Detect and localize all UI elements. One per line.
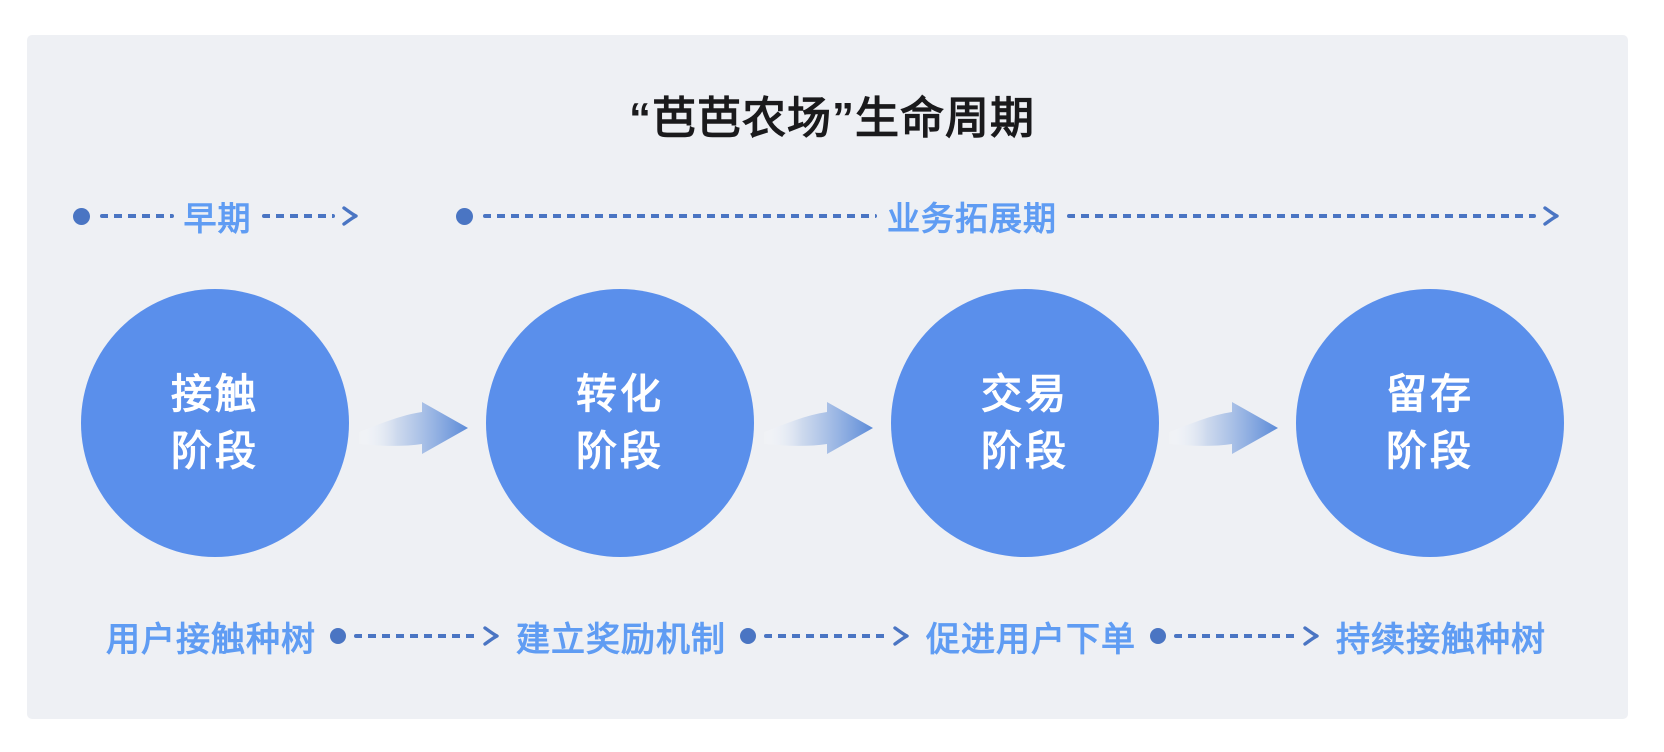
stage-name-line2: 阶段 xyxy=(576,428,664,474)
footer-label-transaction: 促进用户下单 xyxy=(926,620,1136,659)
stage-name-line2: 阶段 xyxy=(981,428,1069,474)
timeline-dot-icon xyxy=(740,628,756,644)
flow-arrow-icon xyxy=(1169,402,1278,454)
dotted-arrow xyxy=(740,623,912,649)
dashed-line xyxy=(354,634,478,638)
dashed-line xyxy=(100,214,174,218)
stage-name-line2: 阶段 xyxy=(1386,428,1474,474)
dashed-line xyxy=(764,634,888,638)
stage-name-line1: 接触 xyxy=(171,371,259,418)
timeline-label-early: 早期 xyxy=(183,200,252,237)
dashed-line xyxy=(483,214,877,218)
footer-label-retention: 持续接触种树 xyxy=(1336,620,1546,659)
page-title: “芭芭农场”生命周期 xyxy=(629,94,1035,143)
timeline-dot-icon xyxy=(456,207,473,225)
timeline-segment-expansion: 业务拓展期 xyxy=(456,198,1562,237)
stage-name-line2: 阶段 xyxy=(171,428,259,474)
timeline-dot-icon xyxy=(1150,628,1166,644)
arrow-head-icon xyxy=(1543,206,1559,226)
timeline-dot-icon xyxy=(73,207,90,225)
timeline-dot-icon xyxy=(330,628,346,644)
stage-name-line1: 交易 xyxy=(981,371,1069,418)
arrow-head-icon xyxy=(1303,626,1319,646)
footer-label-contact: 用户接触种树 xyxy=(106,620,316,659)
footer-label-conversion: 建立奖励机制 xyxy=(516,620,726,659)
stage-name-line1: 转化 xyxy=(576,371,664,418)
stage-circle-transaction: 交易 阶段 xyxy=(891,289,1159,557)
stage-circle-contact: 接触 阶段 xyxy=(81,289,349,557)
dotted-arrow xyxy=(330,623,502,649)
timeline-label-expansion: 业务拓展期 xyxy=(886,200,1057,237)
dotted-arrow xyxy=(1150,623,1322,649)
dashed-line xyxy=(261,214,335,218)
footer-row: 用户接触种树 建立奖励机制 促进用户下单 持续接触种树 xyxy=(106,611,1546,661)
dashed-line xyxy=(1174,634,1298,638)
arrow-head-icon xyxy=(893,626,909,646)
arrow-head-icon xyxy=(483,626,499,646)
stage-circle-conversion: 转化 阶段 xyxy=(486,289,754,557)
flow-arrow-icon xyxy=(764,402,873,454)
timeline-segment-early: 早期 xyxy=(73,198,361,237)
stage-name-line1: 留存 xyxy=(1386,371,1474,418)
flow-arrow-icon xyxy=(359,402,468,454)
arrow-head-icon xyxy=(342,206,358,226)
dashed-line xyxy=(1066,214,1536,218)
stage-circle-retention: 留存 阶段 xyxy=(1296,289,1564,557)
